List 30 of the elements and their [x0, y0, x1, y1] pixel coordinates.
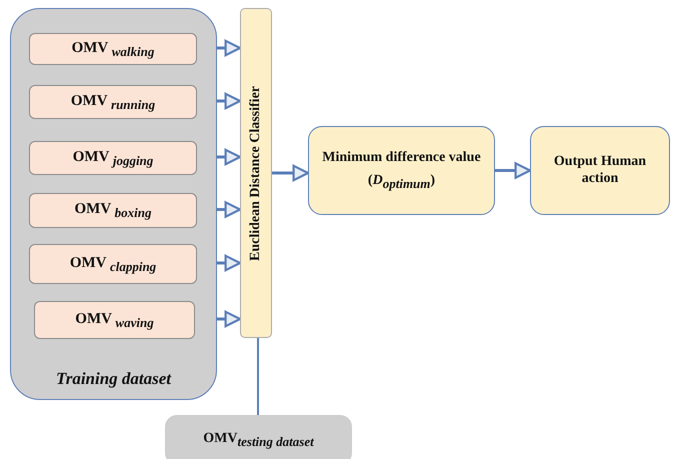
dataset-box: [34, 301, 195, 339]
dataset-box: [29, 33, 197, 65]
arrow: [217, 254, 242, 272]
node-label: Euclidean Distance Classifier: [248, 86, 264, 260]
dataset-box: [29, 193, 197, 228]
group-panel: [10, 8, 217, 400]
node-label: Minimum difference value: [322, 150, 481, 167]
node-label: OMV $_{waving}$: [75, 310, 154, 330]
arrow: [272, 164, 310, 182]
dataset-box: [29, 244, 197, 284]
arrow: [217, 310, 242, 328]
classifier-bar: [240, 8, 272, 338]
arrow: [217, 201, 242, 218]
arrow: [217, 40, 242, 56]
connector-line: [257, 338, 259, 415]
node-label: OMV $_{jogging}$: [72, 148, 154, 168]
output-box: [530, 126, 670, 215]
node-label: Output Human action: [552, 154, 648, 188]
node-label: OMV $_{clapping}$: [70, 254, 156, 274]
dataset-box: [29, 141, 197, 175]
process-box: [308, 126, 495, 215]
node-label: OMV $_{boxing}$: [74, 200, 152, 221]
group-label: Training dataset: [56, 368, 172, 389]
arrow: [495, 162, 532, 179]
node-label: OMV $_{running}$: [70, 92, 156, 112]
arrow: [217, 92, 242, 110]
node-label: OMV $_{walking}$: [72, 38, 154, 60]
dataset-box: [29, 85, 197, 119]
input-box: [165, 415, 352, 459]
arrow: [217, 148, 242, 166]
